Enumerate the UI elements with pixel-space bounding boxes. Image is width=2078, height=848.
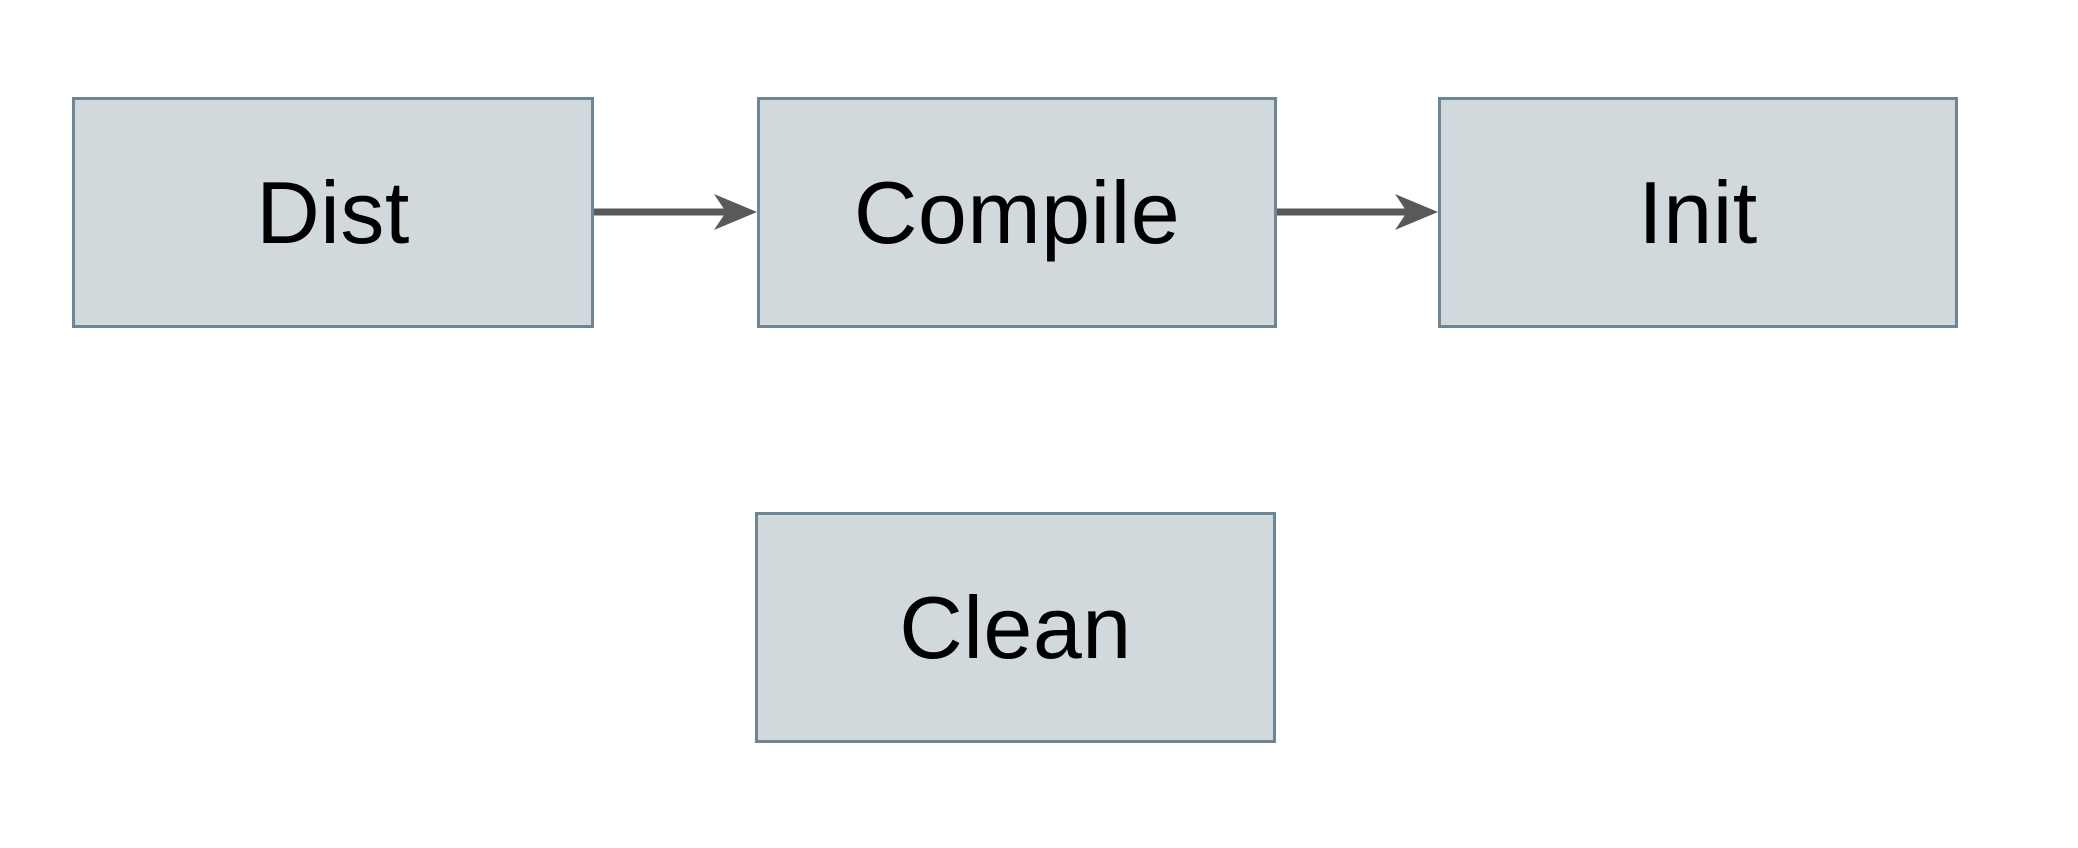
node-clean-label: Clean <box>899 577 1132 677</box>
node-init: Init <box>1438 97 1958 328</box>
arrowhead-icon <box>1395 194 1438 230</box>
node-dist-label: Dist <box>256 162 410 262</box>
arrow-compile-to-init <box>1277 194 1438 230</box>
arrowhead-icon <box>714 194 757 230</box>
node-dist: Dist <box>72 97 594 328</box>
node-compile: Compile <box>757 97 1277 328</box>
node-init-label: Init <box>1638 162 1758 262</box>
node-clean: Clean <box>755 512 1276 743</box>
node-compile-label: Compile <box>853 162 1181 262</box>
arrow-dist-to-compile <box>594 194 757 230</box>
